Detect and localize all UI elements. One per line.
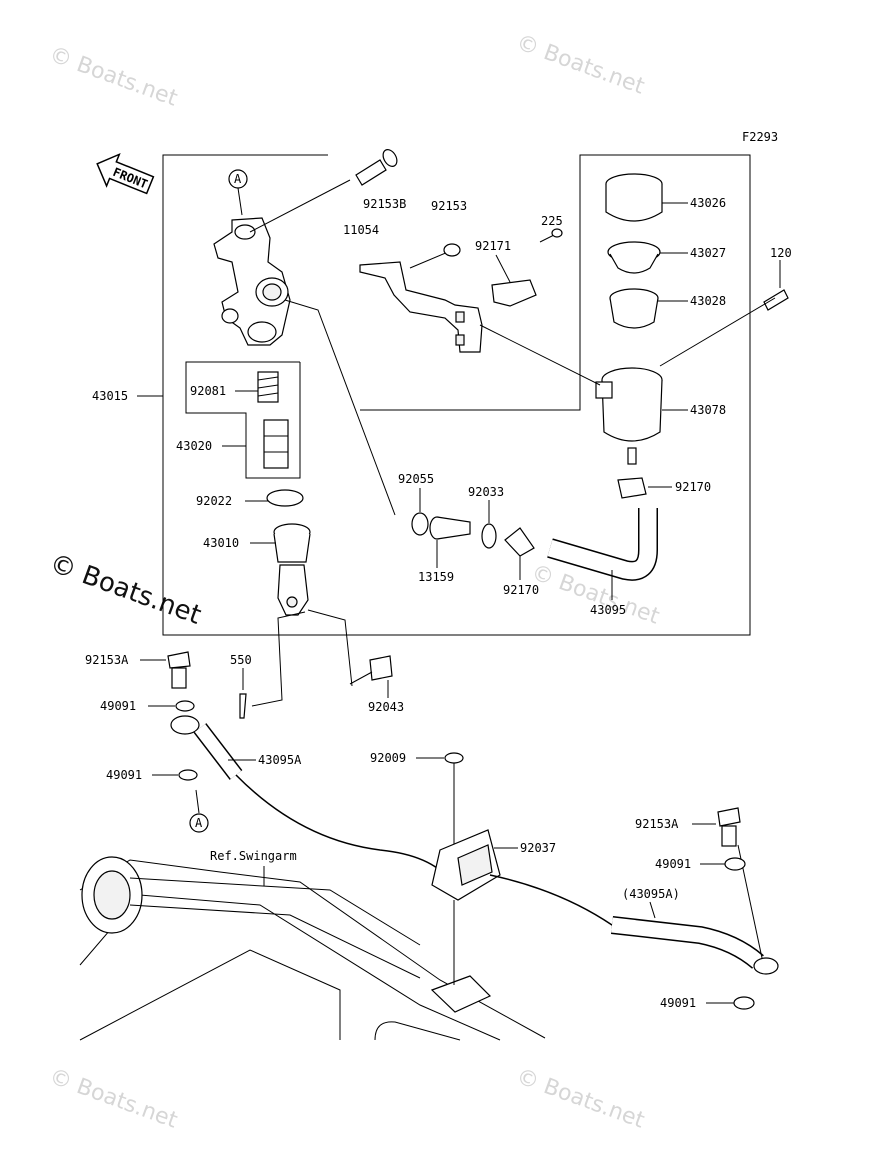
spring-92081 [257,371,279,403]
label-92043: 92043 [368,700,404,714]
washer-49091-upper-left [175,700,195,712]
label-550: 550 [230,653,252,667]
label-92055: 92055 [398,472,434,486]
reservoir-tank-43078 [595,367,663,465]
label-92170-upper: 92170 [675,480,711,494]
bolt-120 [659,289,789,367]
watermark-bottom-right: © Boats.net [513,1064,648,1134]
label-43078: 43078 [690,403,726,417]
label-49091-upper-left: 49091 [100,699,136,713]
washer-92022 [266,489,304,507]
callout-a-top-label: A [234,172,242,186]
label-92153A-left: 92153A [85,653,129,667]
label-ref-swingarm: Ref.Swingarm [210,849,297,863]
label-49091-upper-right: 49091 [655,857,691,871]
screw-225 [539,228,563,243]
label-43026: 43026 [690,196,726,210]
label-43028: 43028 [690,294,726,308]
swingarm [79,856,546,1041]
fitting-13159 [429,516,471,540]
watermark-bottom-left: © Boats.net [46,1064,181,1134]
watermark-top-left: © Boats.net [46,42,181,112]
label-92037: 92037 [520,841,556,855]
clamp-92170-upper [617,477,647,499]
diaphragm-43027 [607,241,661,274]
washer-49091-lower-left [178,769,198,781]
label-92033: 92033 [468,485,504,499]
front-arrow-icon: FRONT [96,152,155,195]
watermark-center-left: © Boats.net [46,548,205,630]
bracket-11054 [359,261,483,353]
label-92153: 92153 [431,199,467,213]
assembly-bracket-43015 [162,154,751,636]
label-43095: 43095 [590,603,626,617]
plate-43028 [609,288,659,329]
swingarm-bracket [430,975,492,1013]
label-13159: 13159 [418,570,454,584]
clamp-92171 [491,279,537,307]
label-120: 120 [770,246,792,260]
label-92081: 92081 [190,384,226,398]
washer-49091-lower-right [733,996,755,1010]
label-92022: 92022 [196,494,232,508]
label-49091-lower-right: 49091 [660,996,696,1010]
label-43020: 43020 [176,439,212,453]
callout-a-bottom-label: A [195,816,203,830]
clamp-92170-lower [504,527,535,557]
screw-92153 [409,243,461,269]
boot-43010 [273,523,311,616]
piston-43020 [263,419,289,469]
label-11054: 11054 [343,223,379,237]
label-43027: 43027 [690,246,726,260]
cotter-pin-550 [239,693,247,719]
label-92153B: 92153B [363,197,406,211]
bolt-92153A-left [167,651,191,689]
circlip-92033 [481,523,497,549]
watermark-top-right: © Boats.net [513,30,648,100]
screw-92009 [444,752,464,772]
o-ring-92055 [411,512,429,536]
figure-code: F2293 [742,130,778,144]
label-49091-lower-left: 49091 [106,768,142,782]
label-92171: 92171 [475,239,511,253]
label-92153A-right: 92153A [635,817,679,831]
reservoir-cap-43026 [605,173,663,222]
label-225: 225 [541,214,563,228]
label-43095A: 43095A [258,753,302,767]
label-43095A-right: (43095A) [622,887,680,901]
clamp-92037 [431,829,501,901]
inner-bracket [185,361,301,479]
hose-43095A [170,715,451,881]
master-cylinder-body [213,179,351,346]
bolt-92153A-right [717,807,741,847]
label-43010: 43010 [203,536,239,550]
pin-92043 [349,655,393,685]
hose-43095A-right [489,874,779,975]
bolt-92153B [355,149,398,186]
label-92170-lower: 92170 [503,583,539,597]
callout-a-bottom [189,813,209,833]
label-92009: 92009 [370,751,406,765]
label-43015: 43015 [92,389,128,403]
washer-49091-upper-right [724,857,746,871]
